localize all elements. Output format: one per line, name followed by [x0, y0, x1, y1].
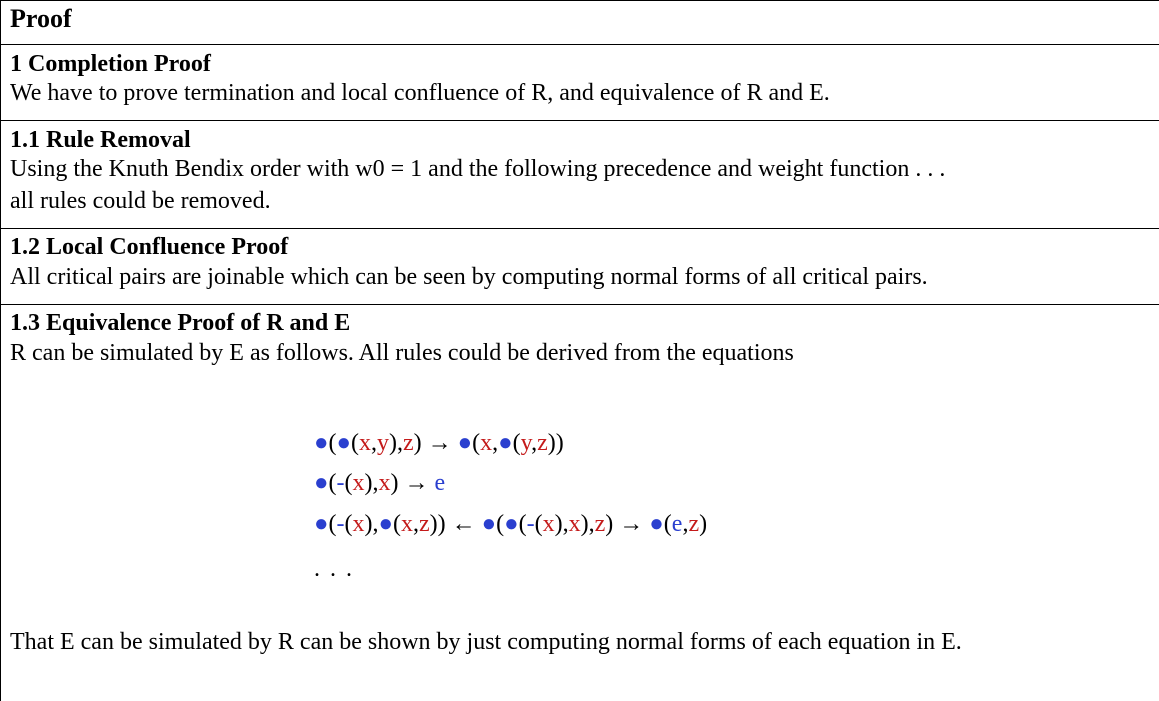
section-heading-local-confluence: 1.2 Local Confluence Proof [10, 234, 289, 260]
equation-line-2: ●(-(x),x) → e [314, 470, 445, 497]
paren: ( [534, 511, 543, 537]
section-text-equivalence: R can be simulated by E as follows. All … [10, 340, 794, 366]
equation-line-3: ●(-(x),●(x,z)) ← ●(●(-(x),x),z) → ●(e,z) [314, 511, 707, 538]
bullet-op: ● [314, 470, 329, 496]
variable: z [403, 430, 414, 456]
variable: x [359, 430, 371, 456]
bullet-op: ● [336, 430, 352, 456]
variable: x [568, 511, 581, 537]
minus-op: - [336, 511, 345, 537]
constant: e [434, 470, 446, 496]
variable: y [377, 430, 389, 456]
paren: ( [351, 430, 359, 456]
equation-ellipsis: . . . [314, 556, 354, 582]
minus-op: - [526, 511, 535, 537]
paren: ( [344, 511, 353, 537]
divider [0, 228, 1159, 229]
section-heading-rule-removal: 1.1 Rule Removal [10, 127, 191, 153]
bullet-op: ● [314, 430, 329, 456]
variable: x [352, 470, 365, 496]
variable: x [352, 511, 365, 537]
paren: ( [344, 470, 353, 496]
paren: ( [472, 430, 481, 456]
paren: ( [512, 430, 521, 456]
paren: ) [413, 430, 422, 456]
paren: ), [580, 511, 595, 537]
divider [0, 44, 1159, 45]
minus-op: - [336, 470, 345, 496]
paren: ), [364, 511, 379, 537]
paren: ( [518, 511, 527, 537]
paren: ), [554, 511, 569, 537]
variable: z [419, 511, 430, 537]
left-arrow: ← [445, 511, 482, 537]
variable: z [594, 511, 606, 537]
bullet-op: ● [314, 511, 329, 537]
section-text-rule-removal-1: Using the Knuth Bendix order with w0 = 1… [10, 156, 946, 182]
bullet-op: ● [649, 511, 664, 537]
variable: x [480, 430, 493, 456]
section-heading-equivalence: 1.3 Equivalence Proof of R and E [10, 310, 351, 336]
bullet-op: ● [504, 511, 519, 537]
paren: ( [328, 430, 337, 456]
bullet-op: ● [481, 511, 497, 537]
paren: ), [389, 430, 403, 456]
comma: , [492, 430, 499, 456]
variable: x [542, 511, 555, 537]
paren: ) [390, 470, 399, 496]
right-arrow: → [398, 470, 435, 496]
paren: ) [699, 511, 708, 537]
constant: e [671, 511, 683, 537]
paren: ( [496, 511, 505, 537]
equation-line-1: ●(●(x,y),z) → ●(x,●(y,z)) [314, 430, 564, 457]
paren: )) [547, 430, 564, 456]
variable: z [537, 430, 548, 456]
variable: z [688, 511, 700, 537]
paren: ), [364, 470, 379, 496]
bullet-op: ● [378, 511, 394, 537]
section-text-completion: We have to prove termination and local c… [10, 80, 830, 106]
comma: , [413, 511, 419, 537]
right-arrow: → [613, 511, 650, 537]
section-heading-completion: 1 Completion Proof [10, 51, 211, 77]
right-arrow: → [421, 430, 458, 456]
divider [0, 304, 1159, 305]
variable: x [401, 511, 413, 537]
bullet-op: ● [498, 430, 513, 456]
paren: ) [605, 511, 614, 537]
comma: , [371, 430, 377, 456]
section-text-rule-removal-2: all rules could be removed. [10, 188, 271, 214]
variable: y [520, 430, 532, 456]
paren: )) [429, 511, 446, 537]
paren: ( [393, 511, 401, 537]
paren: ( [328, 470, 337, 496]
section-text-closing: That E can be simulated by R can be show… [10, 629, 962, 655]
variable: x [378, 470, 391, 496]
divider [0, 120, 1159, 121]
page-title: Proof [10, 4, 72, 33]
comma: , [531, 430, 538, 456]
section-text-local-confluence: All critical pairs are joinable which ca… [10, 264, 928, 290]
comma: , [682, 511, 689, 537]
bullet-op: ● [457, 430, 473, 456]
paren: ( [663, 511, 672, 537]
paren: ( [328, 511, 337, 537]
